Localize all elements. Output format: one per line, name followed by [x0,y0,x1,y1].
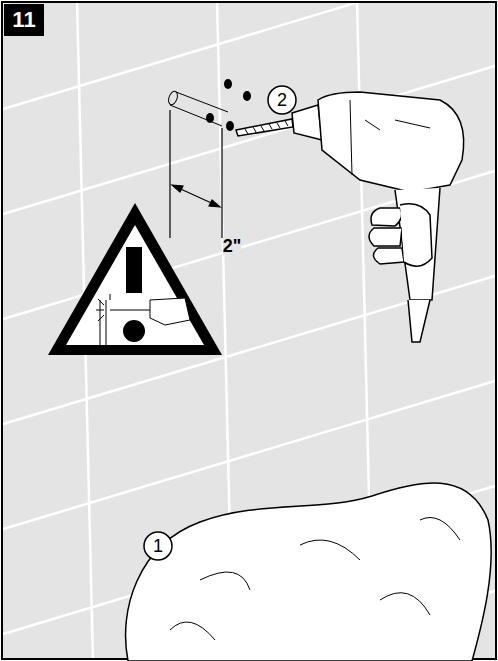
callout-number: 1 [153,537,163,555]
callout-circle [144,532,172,560]
drop-cloth [126,483,492,661]
dimension-label: 2" [223,237,242,255]
warning-symbol [48,203,222,355]
callout-circle [268,86,296,114]
dimension-lines [170,110,222,238]
step-number: 11 [12,9,35,31]
callout-number: 2 [277,91,287,109]
step-badge [4,4,44,36]
drill-holes [206,79,251,131]
hidden-pipe [167,90,228,126]
power-drill [236,92,464,342]
